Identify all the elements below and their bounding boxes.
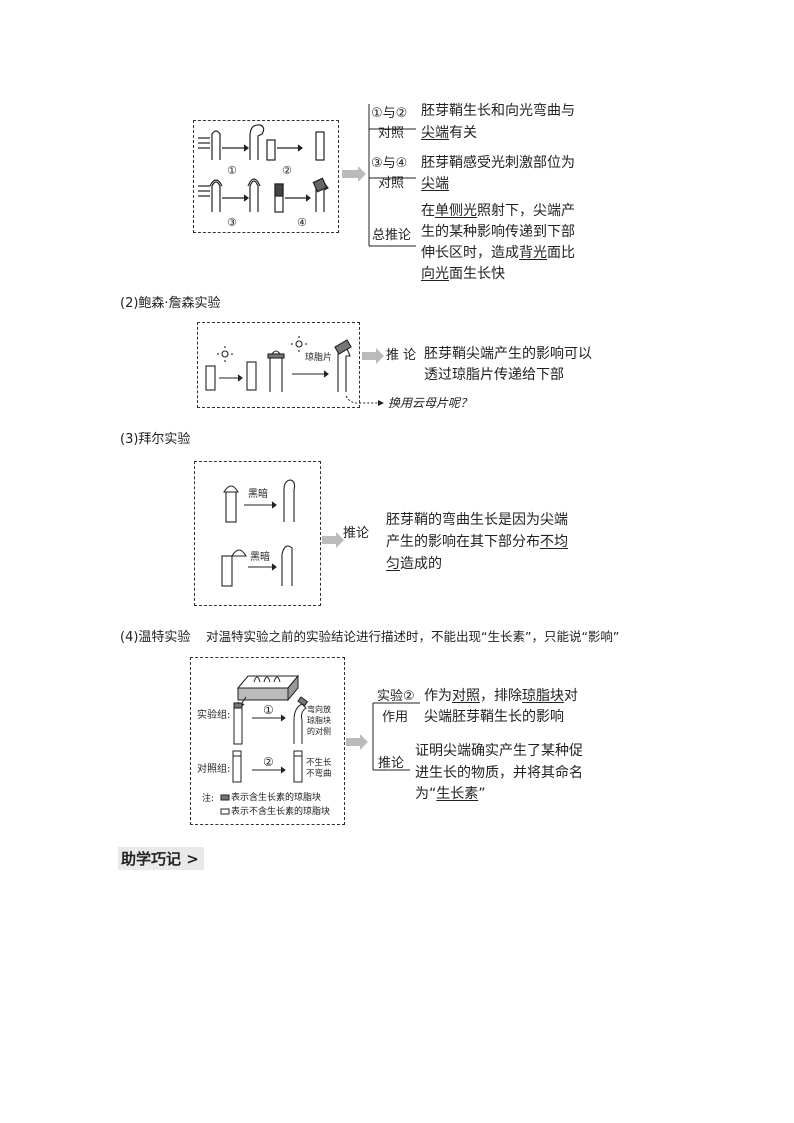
sec3-diagram-box [194, 461, 321, 606]
sec4-c1-tag2: 作用 [382, 710, 409, 725]
sec4-diagram-box [190, 657, 345, 825]
exp1-c2-line: 胚芽鞘感受光刺激部位为 [421, 155, 575, 171]
sec4-legend-title: 注: [202, 794, 215, 804]
exp1-label-4: ④ [297, 216, 307, 229]
sec3-dark2: 黑暗 [250, 552, 270, 563]
sec3-tag: 推论 [343, 526, 370, 541]
sec4-c2-l2: 进生长的物质，并将其命名 [415, 765, 583, 781]
sec3-title: (3)拜尔实验 [120, 432, 191, 447]
sec2-note: 换用云母片呢？ [388, 396, 473, 410]
exp1-label-2: ② [282, 164, 292, 177]
exp1-label-3: ③ [227, 216, 237, 229]
study-tips-heading: 助学巧记 > [118, 847, 204, 870]
exp1-c1-tag1: ①与② [371, 106, 408, 121]
sec4-exp-group: 实验组: [197, 710, 231, 721]
exp1-c3-tag: 总推论 [372, 228, 412, 243]
exp1-c1-line2: 尖端有关 [421, 125, 477, 141]
sec2-l1: 胚芽鞘尖端产生的影响可以 [424, 346, 592, 362]
exp1-c1-line: 胚芽鞘生长和向光弯曲与 [421, 103, 575, 119]
sec4-bend-note: 弯向放 琼脂块 的对侧 [307, 705, 331, 736]
sec4-legend1: 表示含生长素的琼脂块 [231, 793, 322, 803]
exp1-c2-line2: 尖端 [421, 176, 449, 192]
exp1-c2-tag2: 对照 [378, 176, 405, 191]
sec4-c1-l2: 尖端胚芽鞘生长的影响 [424, 709, 564, 725]
sec2-title: (2)鲍森·詹森实验 [120, 296, 221, 311]
sec2-tag: 推 论 [386, 348, 417, 363]
sec3-dark1: 黑暗 [248, 489, 268, 500]
sec2-l2: 透过琼脂片传递给下部 [424, 367, 564, 383]
sec4-num1: ① [263, 703, 274, 717]
exp1-diagram-box [193, 120, 339, 233]
exp1-c3-l2: 生的某种影响传递到下部 [421, 224, 575, 240]
sec4-c2-tag: 推论 [378, 756, 405, 771]
sec3-l1: 胚芽鞘的弯曲生长是因为尖端 [386, 512, 568, 528]
exp1-c1-tag2: 对照 [378, 126, 405, 141]
sec3-l2: 产生的影响在其下部分布不均 [386, 534, 568, 550]
sec4-num2: ② [263, 755, 274, 769]
sec4-c2-l3: 为“生长素” [415, 786, 486, 802]
exp1-c3-l1: 在单侧光照射下，尖端产 [421, 203, 575, 219]
sec4-ctrl-group: 对照组: [197, 764, 231, 775]
sec4-legend2: 表示不含生长素的琼脂块 [231, 807, 331, 817]
sec4-nogrow-note: 不生长 不弯曲 [306, 758, 332, 779]
exp1-label-1: ① [227, 164, 237, 177]
sec4-c1-tag1: 实验② [377, 689, 415, 704]
sec2-diagram-box [197, 322, 360, 408]
sec3-l3: 匀造成的 [386, 556, 442, 572]
sec4-c1-l1: 作为对照，排除琼脂块对 [424, 688, 578, 704]
sec4-remark: 对温特实验之前的实验结论进行描述时，不能出现“生长素”，只能说“影响” [206, 629, 620, 644]
exp1-c2-tag1: ③与④ [371, 156, 408, 171]
sec4-c2-l1: 证明尖端确实产生了某种促 [415, 743, 583, 759]
sec4-title: (4)温特实验 [120, 630, 191, 645]
sec2-agar-label: 琼脂片 [305, 353, 333, 363]
exp1-c3-l4: 向光面生长快 [421, 266, 505, 282]
exp1-c3-l3: 伸长区时，造成背光面比 [421, 245, 575, 261]
